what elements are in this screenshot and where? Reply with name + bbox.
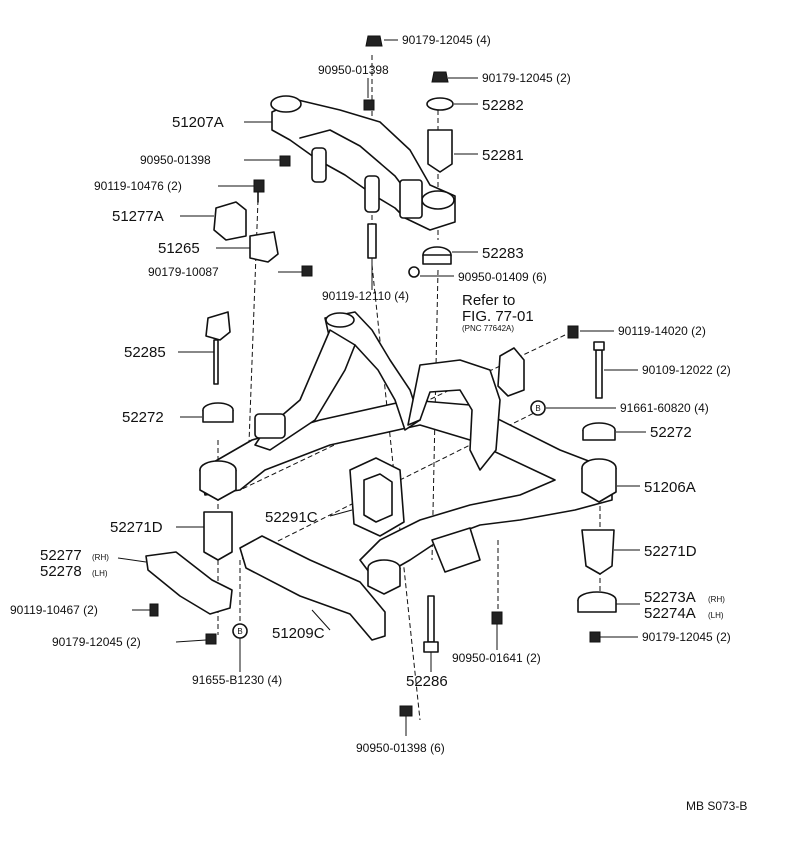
callout-b-top: B bbox=[530, 400, 546, 416]
diagram-footer-code: MB S073-B bbox=[686, 799, 747, 813]
label-90179-12045-2-right: 90179-12045 (2) bbox=[642, 630, 731, 644]
label-52291c: 52291C bbox=[265, 509, 318, 526]
label-51209c: 51209C bbox=[272, 625, 325, 642]
label-52271d-right: 52271D bbox=[644, 543, 697, 560]
label-52285: 52285 bbox=[124, 344, 166, 361]
label-91655-b1230: 91655-B1230 (4) bbox=[192, 673, 282, 687]
refer-note-line1: Refer to bbox=[462, 292, 515, 309]
leader-lines bbox=[117, 39, 646, 736]
label-91661-60820: 91661-60820 (4) bbox=[620, 401, 709, 415]
left-lower-parts bbox=[145, 311, 386, 645]
refer-note-line2: FIG. 77-01 bbox=[462, 308, 534, 325]
mount-plate-52291c bbox=[349, 457, 405, 537]
label-51277a: 51277A bbox=[112, 208, 164, 225]
label-90179-12045-2-top: 90179-12045 (2) bbox=[482, 71, 571, 85]
label-90950-01409: 90950-01409 (6) bbox=[458, 270, 547, 284]
label-52286: 52286 bbox=[406, 673, 448, 690]
label-90179-12045-4: 90179-12045 (4) bbox=[402, 33, 491, 47]
label-90179-12045-2-left: 90179-12045 (2) bbox=[52, 635, 141, 649]
refer-note-line3: (PNC 77642A) bbox=[462, 324, 514, 333]
label-52272-left: 52272 bbox=[122, 409, 164, 426]
label-90119-14020: 90119-14020 (2) bbox=[618, 324, 706, 338]
label-90119-10467: 90119-10467 (2) bbox=[10, 603, 98, 617]
label-90179-10087: 90179-10087 bbox=[148, 265, 219, 279]
label-52281: 52281 bbox=[482, 147, 524, 164]
label-90950-01641: 90950-01641 (2) bbox=[452, 651, 541, 665]
callout-b-letter-top: B bbox=[535, 404, 540, 413]
label-52271d-left: 52271D bbox=[110, 519, 163, 536]
right-parts bbox=[399, 325, 617, 717]
label-51206a: 51206A bbox=[644, 479, 696, 496]
label-52273a: 52273A bbox=[644, 589, 696, 606]
label-52282: 52282 bbox=[482, 97, 524, 114]
subframe-51206a bbox=[199, 311, 617, 595]
bracket-51277a bbox=[213, 201, 313, 277]
label-51265: 51265 bbox=[158, 240, 200, 257]
label-52272-right: 52272 bbox=[650, 424, 692, 441]
label-52283: 52283 bbox=[482, 245, 524, 262]
label-90119-10476: 90119-10476 (2) bbox=[94, 179, 182, 193]
part-labels: 90179-12045 (4) 90950-01398 90179-12045 … bbox=[10, 33, 747, 813]
callout-b-bottom: B bbox=[232, 623, 248, 639]
label-90119-12110: 90119-12110 (4) bbox=[322, 289, 409, 303]
label-90950-01398-6: 90950-01398 (6) bbox=[356, 741, 445, 755]
label-51207a: 51207A bbox=[172, 114, 224, 131]
label-52274a: 52274A bbox=[644, 605, 696, 622]
label-90950-01398-top: 90950-01398 bbox=[318, 63, 389, 77]
label-90950-01398-left: 90950-01398 bbox=[140, 153, 211, 167]
label-52278-side: (LH) bbox=[92, 569, 108, 578]
label-52273a-side: (RH) bbox=[708, 595, 725, 604]
label-52277-side: (RH) bbox=[92, 553, 109, 562]
label-52274a-side: (LH) bbox=[708, 611, 724, 620]
label-90109-12022: 90109-12022 (2) bbox=[642, 363, 731, 377]
label-52277: 52277 bbox=[40, 547, 82, 564]
crossmember-51207a bbox=[270, 95, 456, 231]
label-52278: 52278 bbox=[40, 563, 82, 580]
callout-b-letter-bottom: B bbox=[237, 627, 242, 636]
